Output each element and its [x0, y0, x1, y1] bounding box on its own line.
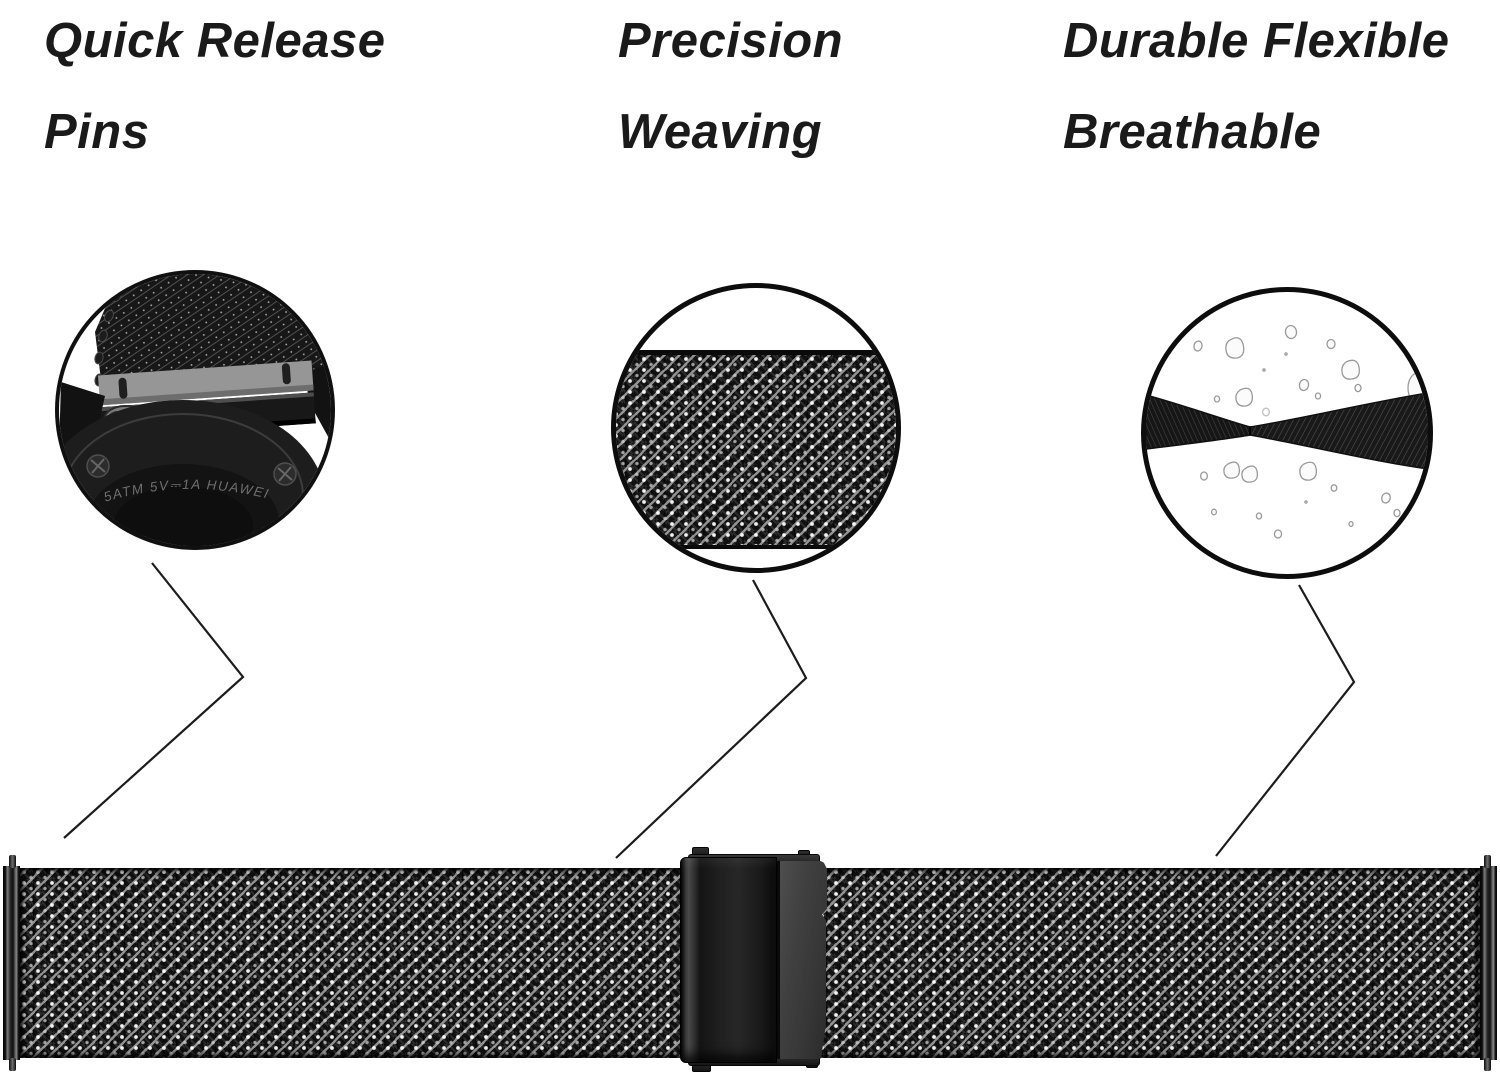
clasp-plate — [777, 861, 827, 1059]
clasp-body — [680, 857, 777, 1063]
screw-cross — [90, 458, 106, 474]
spring-bar-right — [1480, 866, 1497, 1060]
quick-release-pin-knob — [9, 855, 16, 868]
mesh-weave-sample — [616, 349, 896, 549]
callout-weaving-photo — [611, 283, 901, 573]
watch-caseback: 5ATM 5V⎓1A HUAWEI — [59, 400, 325, 546]
quick-release-closeup: 5ATM 5V⎓1A HUAWEI — [59, 274, 331, 546]
quick-release-pin-knob — [1484, 855, 1491, 868]
feature-title-line-2: Weaving — [618, 105, 823, 159]
plate-slot — [118, 377, 128, 399]
feature-title-line-1: Quick Release — [44, 14, 386, 68]
callout-quick-release-photo: 5ATM 5V⎓1A HUAWEI — [55, 270, 335, 550]
feature-title-line-1: Durable Flexible — [1063, 14, 1450, 68]
feature-title-durable-flexible: Durable Flexible Breathable — [1063, 0, 1450, 178]
band-clasp — [680, 846, 828, 1074]
quick-release-pin-knob — [1484, 1058, 1491, 1071]
twisted-mesh-band — [1146, 392, 1428, 470]
connector-line-weaving — [615, 579, 808, 859]
connector-line-quick-release — [63, 562, 245, 839]
feature-title-line-1: Precision — [618, 14, 844, 68]
feature-title-quick-release-pins: Quick Release Pins — [44, 0, 386, 178]
quick-release-pin-knob — [9, 1058, 16, 1071]
plate-slot — [281, 363, 291, 385]
feature-title-line-2: Breathable — [1063, 105, 1322, 159]
water-droplets — [1188, 324, 1428, 539]
release-plate — [98, 360, 314, 406]
screw-cross — [277, 466, 293, 482]
feature-title-line-2: Pins — [44, 105, 150, 159]
callout-flexible-photo — [1141, 287, 1433, 579]
feature-title-precision-weaving: Precision Weaving — [618, 0, 843, 178]
connector-line-flexible — [1215, 584, 1356, 857]
twisted-band-closeup — [1146, 324, 1428, 539]
spring-bar-left — [3, 866, 20, 1060]
